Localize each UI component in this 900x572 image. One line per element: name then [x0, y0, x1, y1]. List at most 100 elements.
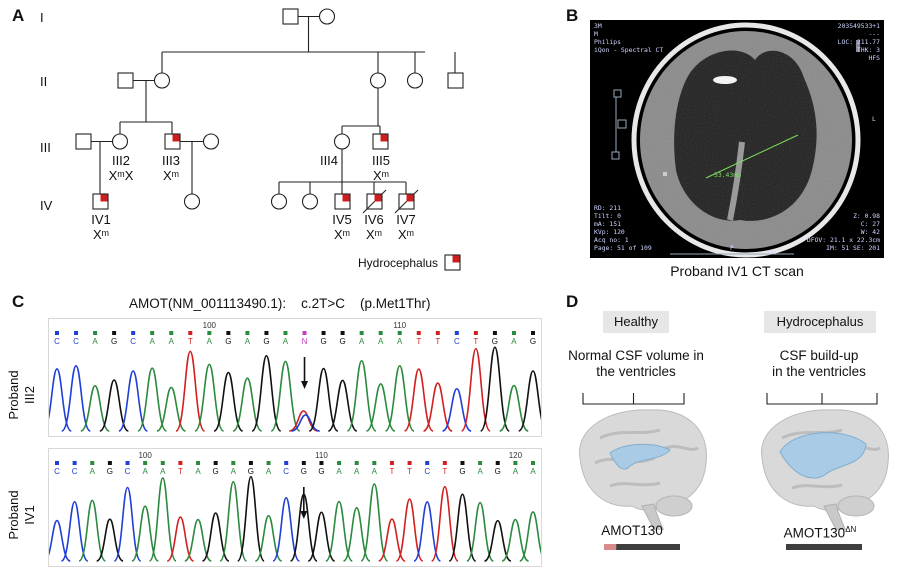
base-call-letter: A — [266, 467, 272, 476]
base-call-letter: A — [169, 337, 175, 346]
trace-peak — [213, 371, 244, 432]
base-call-marker — [90, 461, 95, 465]
trace-peak — [442, 387, 472, 432]
base-call-marker — [93, 331, 98, 335]
variant-arrow-head — [300, 511, 308, 519]
base-call-marker — [425, 461, 430, 465]
base-call-letter: A — [245, 337, 251, 346]
trace-peak — [80, 385, 110, 432]
affected-quadrant-iii5 — [380, 134, 388, 142]
affected-quadrant-iv1 — [100, 194, 108, 202]
base-call-letter: A — [142, 467, 148, 476]
trace-peak — [156, 386, 186, 432]
pedigree-male-ii5 — [447, 72, 464, 89]
base-call-marker — [492, 331, 497, 335]
base-call-letter: G — [459, 467, 465, 476]
base-call-letter: A — [511, 337, 517, 346]
base-call-marker — [473, 331, 478, 335]
trace-tick-label: 110 — [393, 321, 406, 330]
ct-marker-p: P — [730, 244, 734, 252]
pedigree-female-ii4 — [406, 72, 424, 89]
base-call-letter: C — [424, 467, 430, 476]
base-call-marker — [301, 461, 306, 465]
base-call-marker — [55, 331, 59, 335]
pedigree-male-i1 — [282, 8, 299, 25]
trace-peak — [232, 377, 263, 432]
protein-bars — [604, 544, 862, 550]
trace-peak — [60, 364, 92, 432]
base-call-marker — [74, 331, 79, 335]
base-call-letter: T — [416, 337, 421, 346]
base-call-marker — [178, 461, 183, 465]
trace-peak — [519, 511, 547, 562]
trace-peak — [148, 477, 177, 562]
healthy-protein-bar-nterm — [604, 544, 617, 550]
panel-label-b: B — [566, 6, 579, 25]
base-call-marker — [319, 461, 324, 465]
base-call-marker — [213, 461, 218, 465]
base-call-letter: A — [354, 467, 360, 476]
base-call-letter: G — [530, 337, 536, 346]
base-call-letter: A — [530, 467, 536, 476]
trace-peak — [43, 519, 71, 562]
pedigree-chart — [75, 8, 464, 271]
generation-label-ii: II — [40, 74, 48, 89]
trace-peak — [360, 483, 389, 562]
base-call-letter: C — [454, 337, 460, 346]
pedigree-female-ii2 — [153, 72, 171, 89]
trace-tick-label: 120 — [509, 451, 523, 460]
base-call-marker — [169, 331, 174, 335]
brain-illustrations — [579, 393, 889, 530]
healthy-protein-label: AMOT130 — [601, 523, 663, 538]
panel-label-c: C — [12, 292, 25, 311]
base-call-letter: G — [339, 337, 345, 346]
pedigree-female-i2 — [318, 8, 336, 25]
trace-peak — [236, 476, 265, 562]
base-call-letter: T — [442, 467, 447, 476]
affected-quadrant-iv6 — [374, 194, 382, 202]
trace-peak — [395, 498, 424, 562]
ct-scan-drawing — [611, 22, 861, 258]
base-call-letter: C — [130, 337, 136, 346]
base-call-letter: G — [225, 337, 231, 346]
pedigree-female-iv4 — [301, 193, 319, 210]
base-call-marker — [196, 461, 201, 465]
base-call-letter: A — [150, 337, 156, 346]
base-call-letter: A — [283, 337, 289, 346]
base-call-marker — [125, 461, 130, 465]
healthy-heading: Healthy — [603, 311, 669, 333]
ct-measurement-line — [705, 134, 799, 179]
trace-peak — [448, 493, 477, 562]
trace-peak — [460, 347, 491, 432]
base-call-marker — [112, 331, 117, 335]
trace-tick-label: 100 — [203, 321, 217, 330]
base-call-letter: G — [263, 337, 269, 346]
pedigree-female-iv2 — [183, 193, 201, 210]
ct-calcification — [713, 76, 737, 84]
base-call-letter: C — [54, 467, 60, 476]
trace-peak — [99, 379, 129, 432]
base-call-letter: T — [188, 337, 193, 346]
base-call-letter: G — [107, 467, 113, 476]
base-call-marker — [407, 461, 412, 465]
base-call-marker — [143, 461, 148, 465]
pedigree-female-iii3-spouse — [202, 133, 220, 150]
trace-peak — [272, 497, 301, 562]
trace-peak — [184, 518, 212, 562]
base-call-marker — [531, 331, 535, 335]
trace-peak — [479, 346, 510, 432]
trace-peak — [251, 355, 282, 432]
base-call-letter: G — [248, 467, 254, 476]
base-call-letter: T — [178, 467, 183, 476]
base-call-marker — [372, 461, 377, 465]
base-call-letter: A — [513, 467, 519, 476]
trace-peak — [60, 500, 89, 562]
trace-peak — [501, 518, 530, 562]
base-call-marker — [245, 331, 250, 335]
trace-peak — [118, 370, 149, 432]
